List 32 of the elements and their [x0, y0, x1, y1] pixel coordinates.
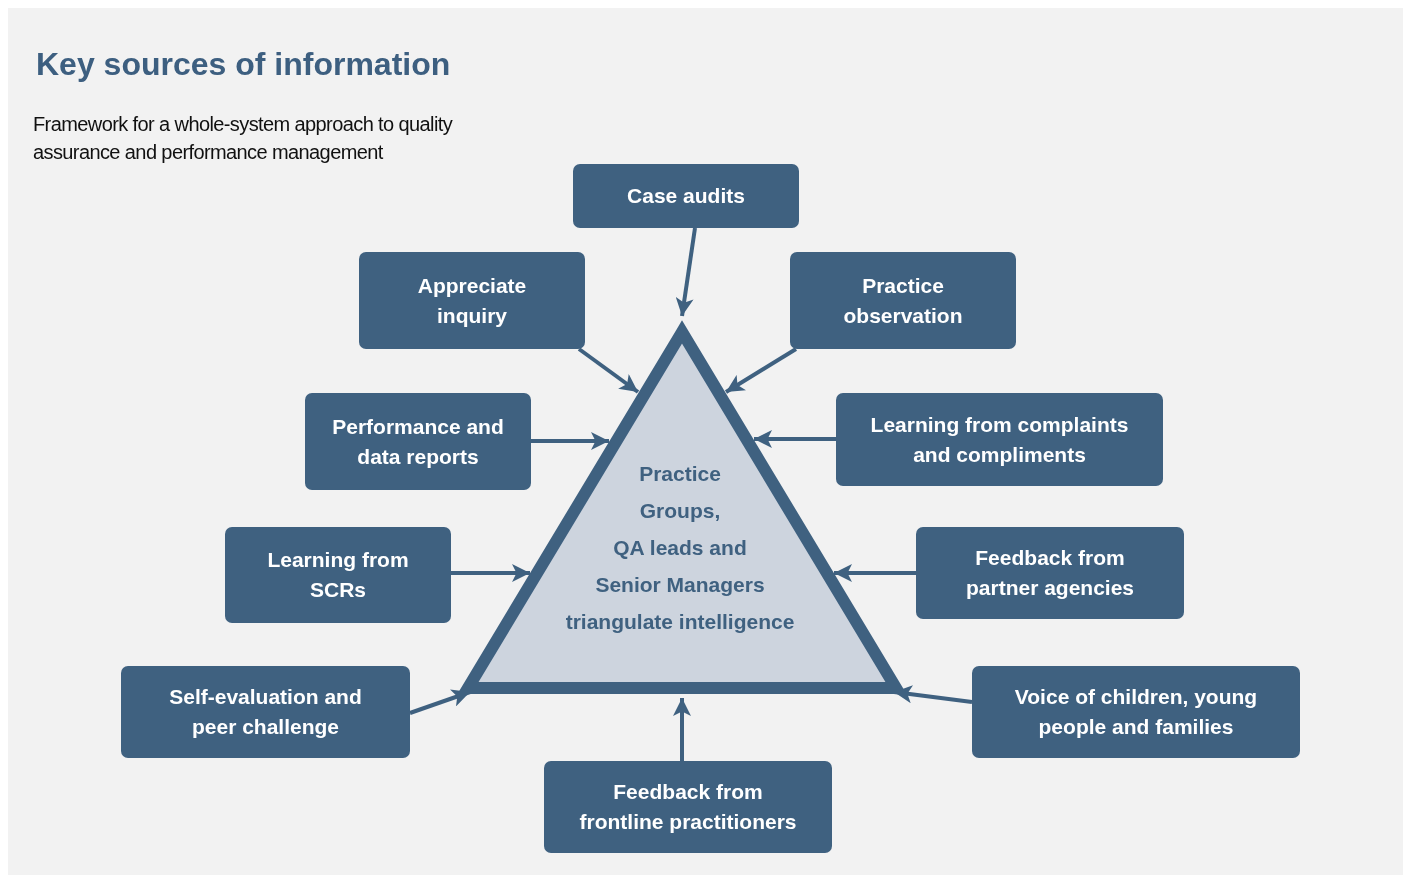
box-label: Performance and data reports — [331, 413, 505, 470]
box-label: Voice of children, young people and families — [1013, 684, 1259, 740]
source-box — [359, 252, 585, 349]
arrow — [409, 689, 471, 715]
source-box — [790, 252, 1016, 349]
arrow — [673, 698, 691, 761]
box-label: Feedback from partner agencies — [964, 545, 1136, 601]
source-box — [121, 666, 410, 758]
source-box — [305, 393, 531, 490]
box-label: Learning from SCRs — [266, 547, 410, 603]
box-label: Case audits — [627, 183, 745, 209]
source-box — [972, 666, 1300, 758]
arrow — [531, 432, 609, 450]
source-box — [573, 164, 799, 228]
arrow — [577, 347, 640, 394]
source-box — [916, 527, 1184, 619]
arrow — [724, 347, 798, 394]
source-box — [544, 761, 832, 853]
arrow — [754, 430, 836, 448]
arrow — [834, 564, 916, 582]
title: Key sources of information — [36, 46, 451, 83]
box-label: Practice observation — [842, 272, 964, 329]
box-label: Appreciate inquiry — [416, 272, 528, 329]
arrow — [451, 564, 530, 582]
node-text: Practice Groups, QA leads and Senior Managers triangulate intelligence — [565, 462, 795, 633]
source-box — [225, 527, 451, 623]
subtitle: Framework for a whole-system approach to quality assurance and performance management — [33, 112, 454, 165]
box-label: Learning from complaints and compliments — [869, 411, 1130, 468]
source-box — [836, 393, 1163, 486]
box-label: Feedback from frontline practitioners — [578, 779, 798, 835]
arrow — [675, 227, 697, 317]
box-label: Self-evaluation and peer challenge — [168, 684, 363, 740]
